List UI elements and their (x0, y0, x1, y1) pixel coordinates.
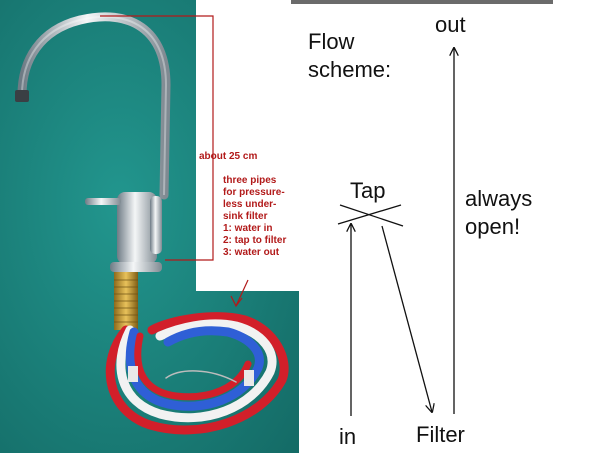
label-always-line: open! (465, 214, 521, 239)
scheme-title-line: scheme: (308, 57, 392, 82)
label-filter: Filter (416, 422, 465, 447)
pipes-annotation-line: for pressure- (223, 187, 285, 198)
pipes-annotation-line: less under- (223, 199, 277, 210)
length-annotation: about 25 cm (199, 151, 258, 162)
tap-cross-line (337, 204, 402, 225)
label-in: in (339, 424, 357, 449)
pipes-annotation-line: three pipes (223, 175, 277, 186)
pipes-annotation-line: 1: water in (223, 223, 273, 234)
tap-cross-line (339, 204, 404, 227)
label-tap: Tap (350, 178, 386, 203)
faucet (15, 12, 171, 330)
pipes-annotation: three pipes for pressure- less under- si… (223, 175, 286, 259)
faucet-photo (0, 0, 299, 453)
pipes-annotation-line: 2: tap to filter (223, 235, 287, 246)
pipes-annotation-line: 3: water out (223, 247, 280, 258)
annotation-lines (100, 15, 249, 308)
top-bar (291, 0, 553, 4)
arrow-tap-to-filter (381, 225, 432, 412)
scheme-title-line: Flow (308, 29, 355, 54)
label-out: out (435, 12, 466, 37)
tubes (105, 312, 289, 435)
pipes-annotation-line: sink filter (223, 211, 268, 222)
label-always-line: always (465, 186, 533, 211)
